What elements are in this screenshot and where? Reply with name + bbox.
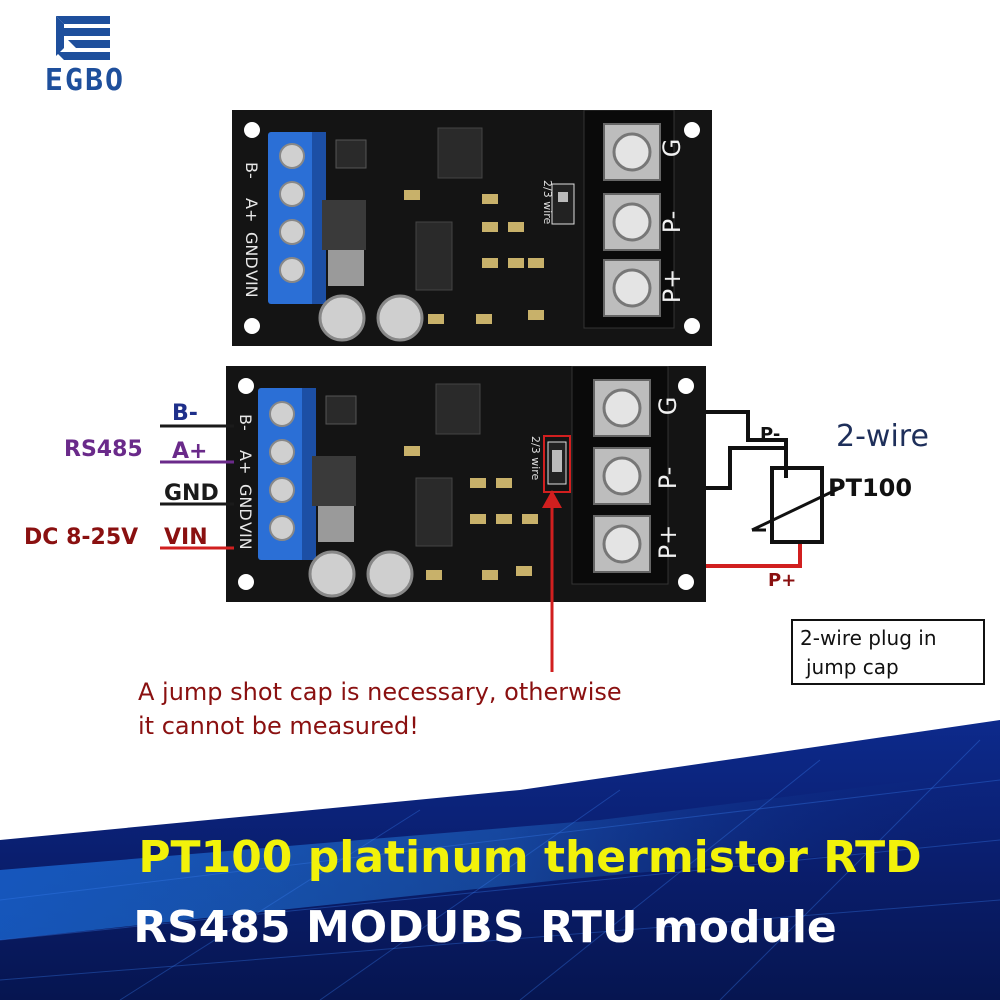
warning-line-2: it cannot be measured! [138, 712, 419, 740]
banner-background [0, 720, 1000, 1000]
pt100-resistor-icon [751, 466, 841, 544]
label-vin: VIN [164, 525, 208, 550]
top-pin-a-plus: A+ [242, 198, 261, 222]
top-pin-vin: VIN [242, 270, 261, 298]
bottom-jumper-label: 2/3 wire [529, 436, 542, 481]
label-pt100: PT100 [828, 474, 912, 502]
bottom-pin-labels: B- A+ GND VIN [236, 414, 255, 550]
bottom-pin-gnd: GND [236, 484, 255, 521]
wire-g-to-sensor [706, 410, 788, 478]
label-gnd: GND [164, 481, 219, 506]
warning-line-1: A jump shot cap is necessary, otherwise [138, 678, 622, 706]
label-p-minus: P- [760, 424, 780, 445]
top-screw-p-minus: P- [658, 211, 686, 234]
banner-headline: PT100 platinum thermistor RTD [138, 832, 922, 883]
label-b-minus: B- [172, 401, 198, 426]
bottom-pin-vin: VIN [236, 522, 255, 550]
top-pin-labels: B- A+ GND VIN [242, 162, 261, 298]
jump-note-box: 2-wire plug in jump cap [791, 619, 985, 685]
bottom-screw-g: G [654, 397, 682, 416]
top-jumper-label: 2/3 wire [541, 180, 554, 225]
top-jumper: 2/3 wire [541, 180, 575, 225]
warning-text: A jump shot cap is necessary, otherwise … [138, 678, 622, 740]
label-rs485: RS485 [64, 437, 143, 462]
top-pin-gnd: GND [242, 232, 261, 269]
jump-note-line-1: 2-wire plug in [800, 626, 937, 650]
bottom-screw-labels: G P- P+ [654, 397, 682, 560]
label-a-plus: A+ [172, 439, 207, 464]
bottom-screw-p-minus: P- [654, 467, 682, 490]
jumper-arrow [542, 490, 562, 672]
jump-note-line-2: jump cap [805, 655, 899, 679]
bottom-black-terminal [571, 366, 669, 585]
bottom-blue-terminal [258, 388, 316, 560]
bottom-pin-a-plus: A+ [236, 450, 255, 474]
label-p-plus: P+ [768, 570, 796, 591]
top-screw-labels: G P- P+ [658, 139, 686, 304]
wire-p-minus [706, 446, 786, 490]
brand-name: EGBO [45, 63, 125, 96]
bottom-jumper: 2/3 wire [529, 435, 571, 493]
label-dc: DC 8-25V [24, 525, 138, 550]
top-black-terminal [583, 110, 675, 329]
top-pin-b-minus: B- [242, 162, 261, 179]
top-board: B- A+ GND VIN 2/3 wire [232, 110, 712, 346]
top-screw-g: G [658, 139, 686, 158]
bottom-pin-b-minus: B- [236, 414, 255, 431]
top-blue-terminal [268, 132, 326, 304]
brand-logo: EGBO [45, 16, 125, 96]
bottom-board: B- A+ GND VIN 2/3 wire G [226, 366, 706, 602]
top-screw-p-plus: P+ [658, 269, 686, 304]
banner-subline: RS485 MODUBS RTU module [133, 902, 837, 953]
bottom-screw-p-plus: P+ [654, 525, 682, 560]
logo-icon [56, 16, 110, 60]
label-two-wire: 2-wire [836, 419, 929, 454]
wire-p-plus [706, 540, 802, 568]
